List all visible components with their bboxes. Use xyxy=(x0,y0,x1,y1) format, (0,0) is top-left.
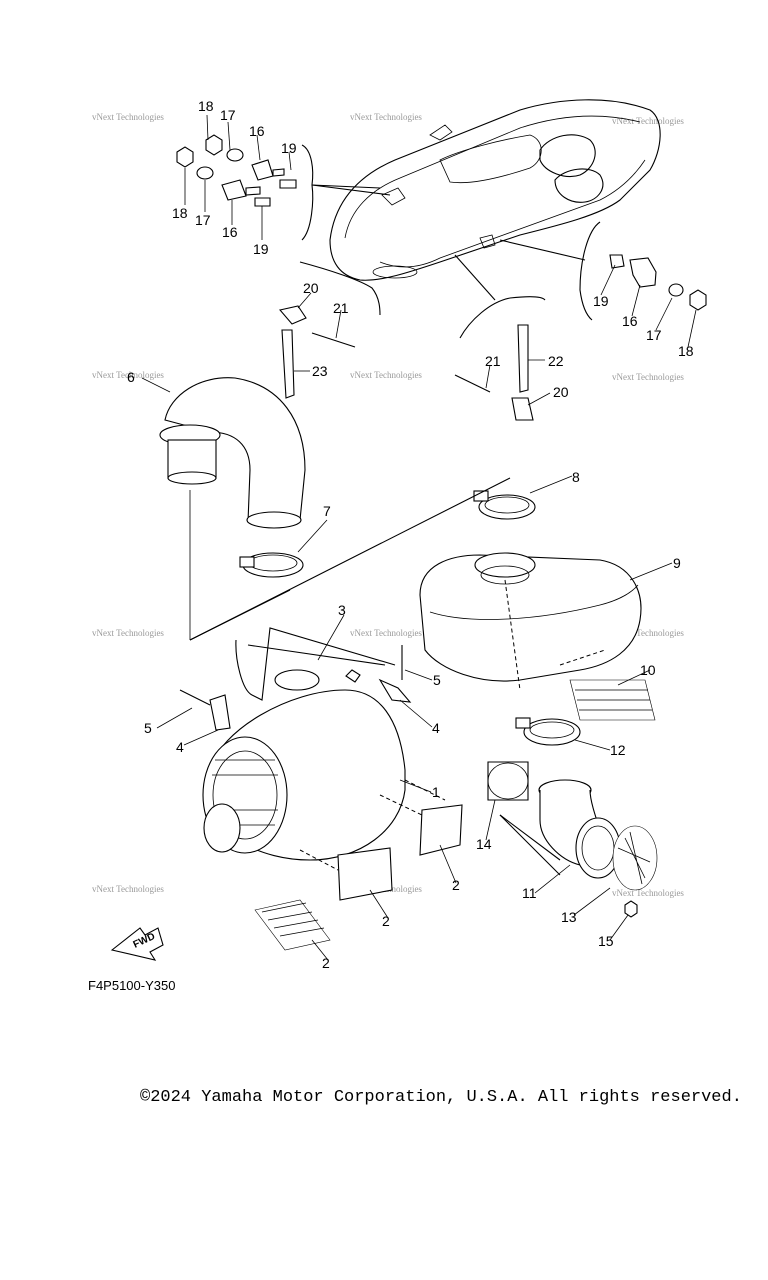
callout-number: 1 xyxy=(432,784,440,800)
callout-number: 17 xyxy=(646,327,662,343)
strap xyxy=(235,627,396,701)
callouts: 18 17 16 19 18 17 16 19 20 21 23 19 16 1… xyxy=(127,98,694,971)
callout-number: 2 xyxy=(452,877,460,893)
callout-number: 3 xyxy=(338,602,346,618)
callout-number: 2 xyxy=(382,913,390,929)
clip-tie-group-left xyxy=(278,261,381,399)
fitting-group-upper-left xyxy=(176,134,391,241)
callout-number: 5 xyxy=(144,720,152,736)
outlet-assembly xyxy=(487,761,658,918)
clip-tie-group-middle xyxy=(454,254,546,421)
callout-number: 4 xyxy=(176,739,184,755)
callout-number: 16 xyxy=(249,123,265,139)
callout-number: 17 xyxy=(220,107,236,123)
callout-number: 8 xyxy=(572,469,580,485)
fasteners xyxy=(179,645,412,731)
pad xyxy=(559,649,656,721)
callout-number: 11 xyxy=(522,885,537,901)
callout-number: 5 xyxy=(433,672,441,688)
callout-number: 12 xyxy=(610,742,626,758)
callout-number: 10 xyxy=(640,662,656,678)
watermark: vNext Technologies xyxy=(92,628,164,638)
hose-clamps xyxy=(239,490,536,578)
watermark: vNext Technologies xyxy=(350,112,422,122)
copyright-notice: ©2024 Yamaha Motor Corporation, U.S.A. A… xyxy=(140,1088,742,1107)
callout-number: 18 xyxy=(678,343,694,359)
watermark: vNext Technologies xyxy=(612,372,684,382)
watercraft-illustration xyxy=(329,99,661,281)
callout-number: 19 xyxy=(593,293,609,309)
callout-number: 19 xyxy=(281,140,297,156)
watermark: vNext Technologies xyxy=(612,628,684,638)
air-filter-case xyxy=(202,669,446,861)
watermark: vNext Technologies xyxy=(92,112,164,122)
callout-number: 16 xyxy=(622,313,638,329)
callout-number: 15 xyxy=(598,933,614,949)
assembly-guide-lines xyxy=(189,477,521,691)
resonator-tank xyxy=(419,552,642,682)
watermark: vNext Technologies xyxy=(350,370,422,380)
air-duct xyxy=(159,377,306,529)
diagram-code: F4P5100-Y350 xyxy=(88,978,175,993)
fwd-arrow: FWD xyxy=(110,927,164,961)
fitting-group-right xyxy=(499,221,707,321)
callout-number: 16 xyxy=(222,224,238,240)
watermark: vNext Technologies xyxy=(92,884,164,894)
watermark: vNext Technologies xyxy=(612,116,684,126)
pads-lower xyxy=(254,794,463,951)
callout-number: 7 xyxy=(323,503,331,519)
watermark: vNext Technologies xyxy=(350,628,422,638)
callout-number: 22 xyxy=(548,353,564,369)
watermark: vNext Technologies xyxy=(612,888,684,898)
callout-number: 17 xyxy=(195,212,211,228)
callout-number: 2 xyxy=(322,955,330,971)
callout-number: 18 xyxy=(198,98,214,114)
leader-lines xyxy=(141,114,697,961)
callout-number: 21 xyxy=(485,353,501,369)
callout-number: 13 xyxy=(561,909,577,925)
callout-number: 4 xyxy=(432,720,440,736)
callout-number: 6 xyxy=(127,369,135,385)
callout-number: 19 xyxy=(253,241,269,257)
callout-number: 9 xyxy=(673,555,681,571)
callout-number: 21 xyxy=(333,300,349,316)
callout-number: 20 xyxy=(303,280,319,296)
callout-number: 14 xyxy=(476,836,492,852)
callout-number: 18 xyxy=(172,205,188,221)
callout-number: 23 xyxy=(312,363,328,379)
watermark: vNext Technologies xyxy=(92,370,164,380)
clamp-outlet xyxy=(515,717,581,746)
callout-number: 20 xyxy=(553,384,569,400)
